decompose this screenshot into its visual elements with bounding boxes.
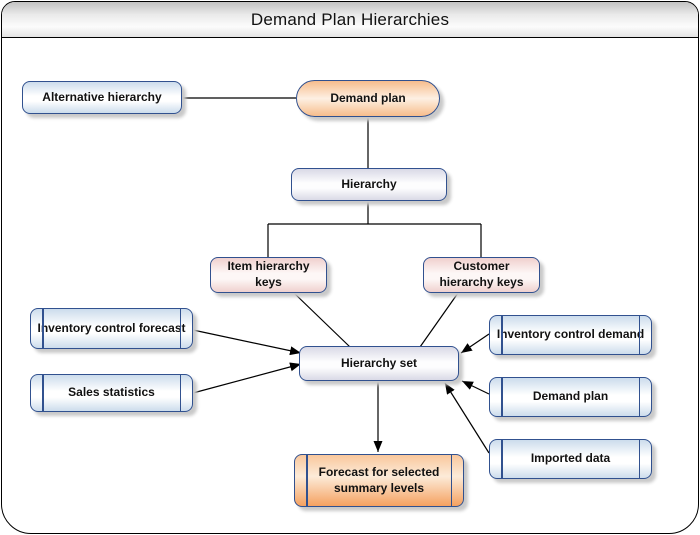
node-label: Forecast for selected summary levels	[318, 464, 440, 495]
node-alternative-hierarchy: Alternative hierarchy	[22, 81, 182, 114]
node-hierarchy-set: Hierarchy set	[299, 346, 459, 381]
edge-imported-data-to-hierarchy-set	[444, 382, 490, 454]
node-imported-data: Imported data	[489, 439, 652, 479]
node-hierarchy: Hierarchy	[291, 168, 447, 201]
edge-item-keys-to-hierarchy-set	[293, 292, 351, 348]
node-label: Demand plan	[330, 90, 406, 105]
edge-demand-plan-right-to-hierarchy-set	[461, 380, 490, 395]
diagram-title: Demand Plan Hierarchies	[250, 9, 450, 29]
edge-inventory-forecast-to-hierarchy-set	[192, 329, 302, 356]
diagram-title-bar: Demand Plan Hierarchies	[2, 2, 698, 38]
node-demand-plan-top: Demand plan	[296, 80, 440, 117]
edge-sales-statistics-to-hierarchy-set	[192, 362, 302, 394]
edge-customer-keys-to-hierarchy-set	[419, 292, 459, 348]
node-demand-plan-right: Demand plan	[489, 377, 652, 417]
node-customer-hierarchy-keys: Customer hierarchy keys	[423, 257, 540, 293]
node-label: Imported data	[530, 451, 611, 466]
node-sales-statistics: Sales statistics	[30, 374, 193, 412]
node-label: Inventory control forecast	[37, 320, 186, 335]
node-label: Hierarchy set	[340, 355, 418, 370]
node-forecast-summary-levels: Forecast for selected summary levels	[294, 454, 464, 507]
edge-inventory-demand-to-hierarchy-set	[460, 333, 490, 354]
node-label: Item hierarchy keys	[227, 259, 310, 289]
node-inventory-control-demand: Inventory control demand	[489, 315, 652, 355]
node-label: Alternative hierarchy	[42, 89, 162, 104]
node-label: Sales statistics	[68, 385, 155, 400]
node-label: Inventory control demand	[496, 327, 645, 342]
node-inventory-control-forecast: Inventory control forecast	[30, 308, 193, 349]
node-item-hierarchy-keys: Item hierarchy keys	[210, 257, 327, 293]
node-label: Hierarchy	[341, 176, 397, 191]
node-label: Demand plan	[532, 389, 609, 404]
node-label: Customer hierarchy keys	[439, 259, 524, 289]
